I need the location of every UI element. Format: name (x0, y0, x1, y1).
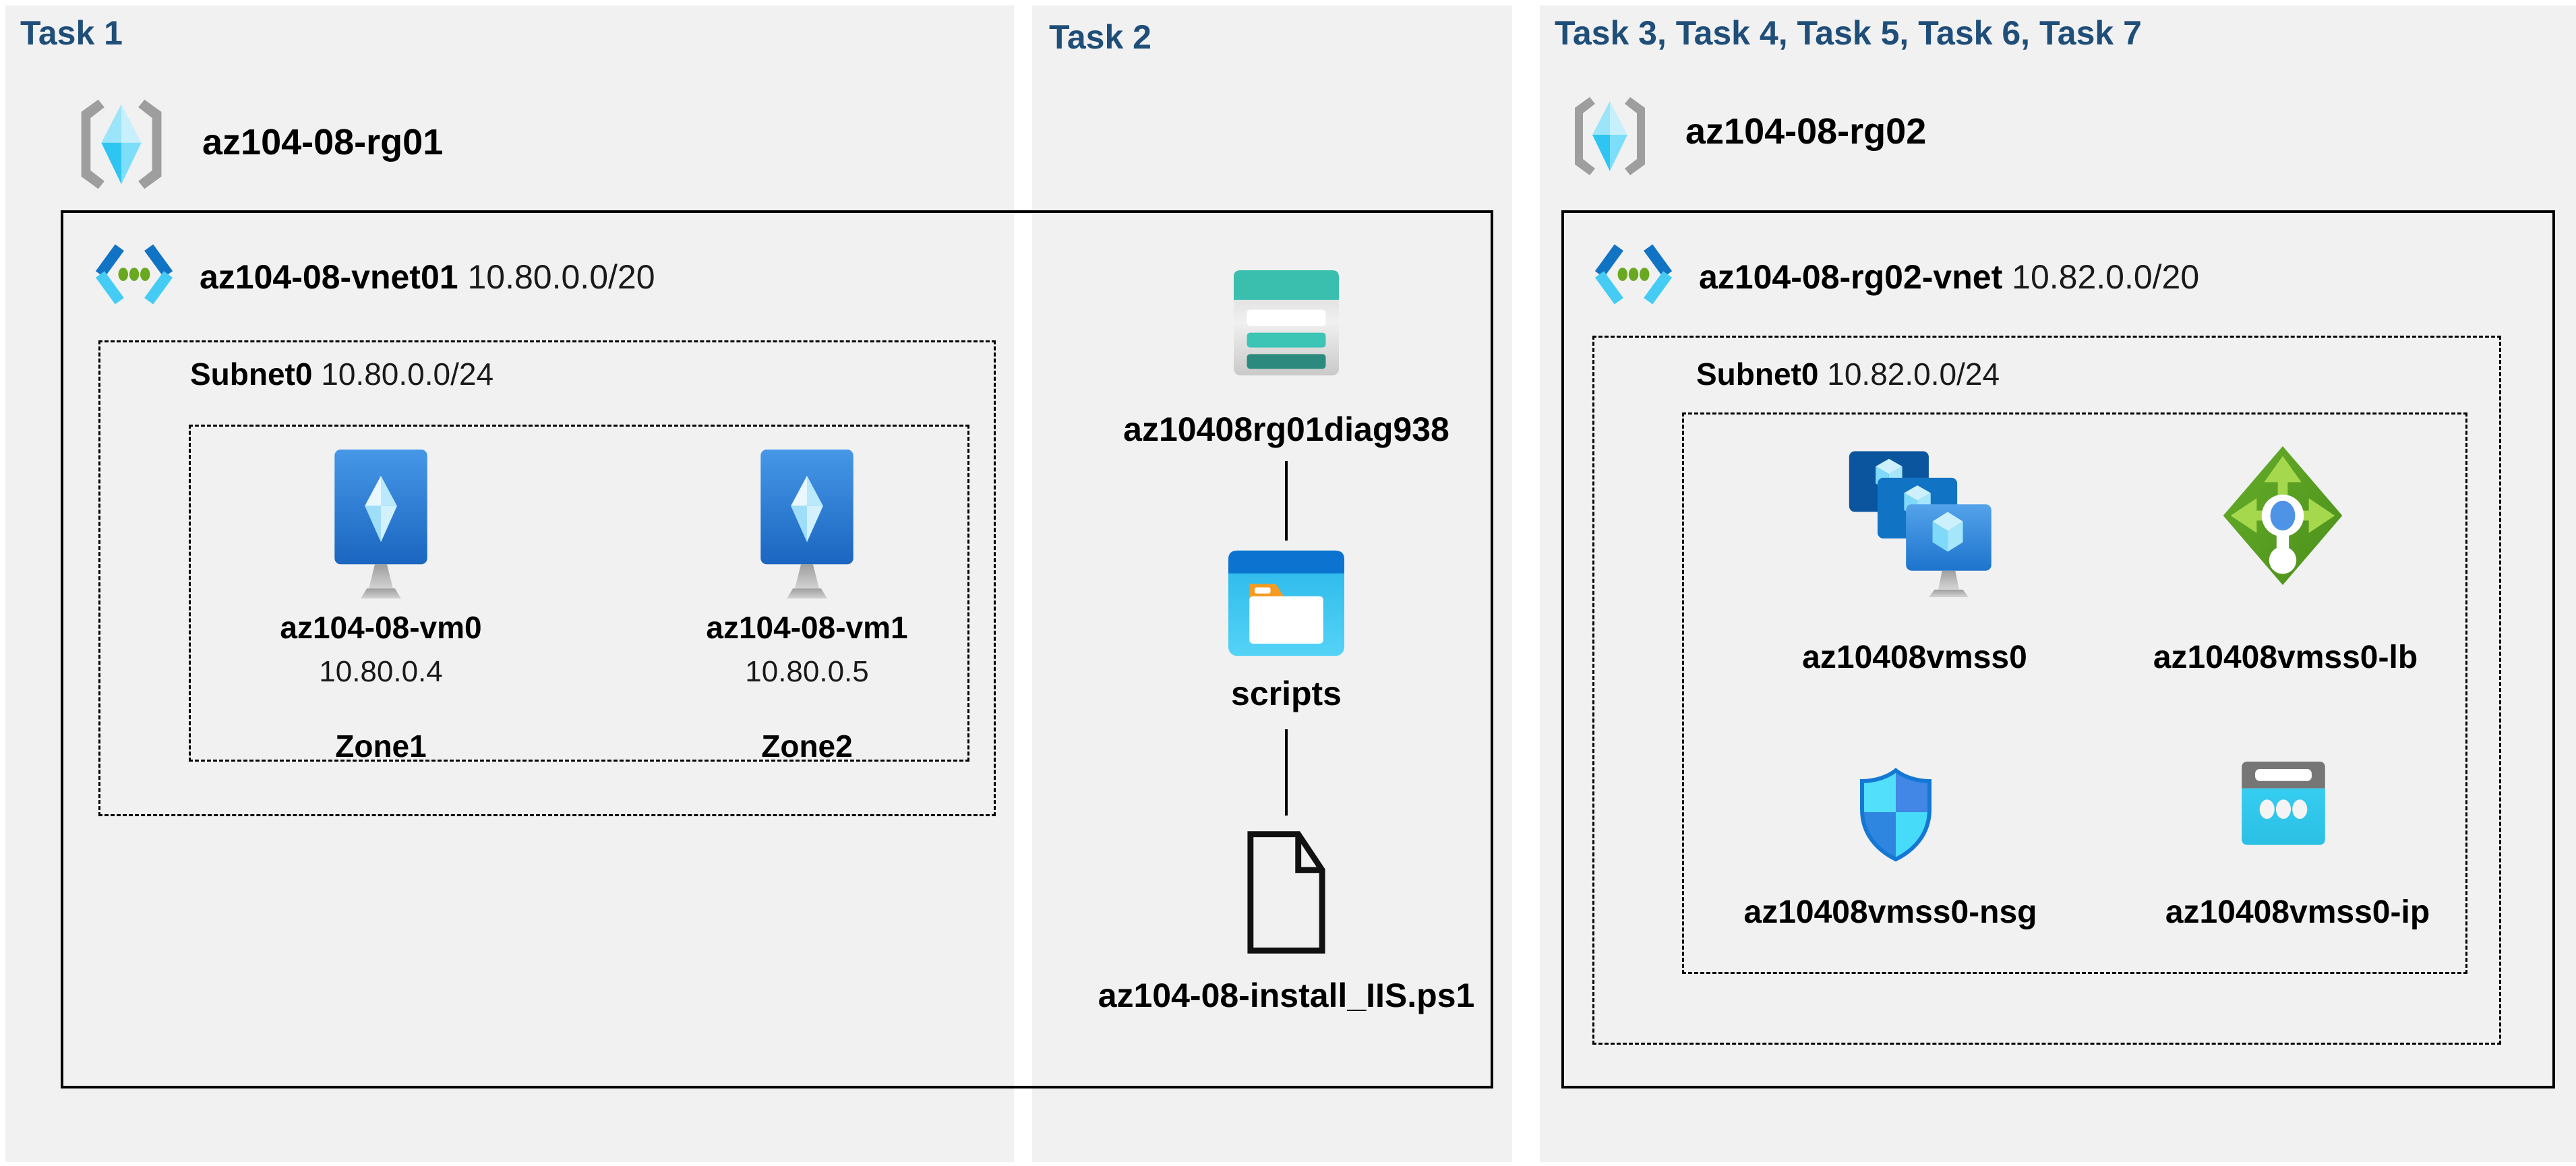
vm-icon (756, 448, 858, 603)
container-label: scripts (1231, 675, 1342, 712)
load-balancer-label: az10408vmss0-lb (2153, 640, 2418, 675)
vm1-zone: Zone2 (761, 729, 853, 764)
vmss-label: az10408vmss0 (1802, 640, 2027, 675)
vnet01-boundary-box (61, 210, 1493, 1088)
vm0-zone: Zone1 (335, 729, 427, 764)
panel-task1 (5, 5, 1014, 1162)
public-ip-icon (2236, 762, 2331, 848)
vm1-name: az104-08-vm1 (706, 610, 908, 645)
subnet0-cidr: 10.80.0.0/24 (321, 357, 494, 392)
task1-header: Task 1 (20, 14, 123, 52)
vm0-block: az104-08-vm0 10.80.0.4 Zone1 (266, 448, 496, 764)
vm0-ip: 10.80.0.4 (319, 655, 443, 688)
folder-window-icon (1228, 550, 1344, 656)
vnet01-cidr: 10.80.0.0/20 (467, 258, 655, 296)
vnet02-boundary-box (1561, 210, 2555, 1088)
nsg-label: az10408vmss0-nsg (1743, 894, 2037, 930)
vm1-block: az104-08-vm1 10.80.0.5 Zone2 (692, 448, 922, 764)
vnet01-label: az104-08-vnet01 10.80.0.0/20 (200, 257, 655, 297)
vnet-icon (90, 233, 178, 315)
connector-line (1285, 729, 1288, 816)
resource-group-icon (1563, 85, 1657, 187)
script-file-label: az104-08-install_IIS.ps1 (1098, 977, 1475, 1014)
vnet02-name: az104-08-rg02-vnet (1699, 258, 2003, 296)
vm1-ip: 10.80.0.5 (745, 655, 869, 688)
rg01-label: az104-08-rg01 (202, 122, 444, 162)
load-balancer-icon (2221, 443, 2345, 588)
storage-account-label: az10408rg01diag938 (1123, 410, 1449, 448)
rg02-label: az104-08-rg02 (1685, 111, 1927, 152)
nsg-shield-icon (1853, 766, 1939, 864)
vnet02-label: az104-08-rg02-vnet 10.82.0.0/20 (1699, 257, 2199, 297)
subnet0-label-task1: Subnet0 10.80.0.0/24 (190, 356, 493, 392)
task3-7-header: Task 3, Task 4, Task 5, Task 6, Task 7 (1555, 14, 2142, 52)
vnet-icon (1590, 233, 1677, 315)
vm-icon (330, 448, 431, 603)
subnet0-name: Subnet0 (1696, 357, 1819, 392)
subnet0-cidr: 10.82.0.0/24 (1827, 357, 2000, 392)
subnet0-name: Subnet0 (190, 357, 313, 392)
vmss-resource-box (1682, 412, 2467, 974)
task2-header: Task 2 (1049, 18, 1151, 56)
connector-line (1285, 461, 1288, 541)
vnet02-cidr: 10.82.0.0/20 (2012, 258, 2200, 296)
vm0-name: az104-08-vm0 (280, 610, 482, 645)
resource-group-icon (67, 93, 175, 195)
storage-account-icon (1234, 268, 1339, 377)
subnet0-box-task1 (98, 340, 996, 816)
public-ip-label: az10408vmss0-ip (2165, 894, 2430, 930)
vmss-icon (1847, 449, 1999, 605)
subnet0-box-task3 (1592, 336, 2501, 1045)
subnet0-label-task3: Subnet0 10.82.0.0/24 (1696, 356, 2000, 392)
file-icon (1245, 825, 1328, 960)
vnet01-name: az104-08-vnet01 (200, 258, 458, 296)
panel-task3 (1540, 5, 2576, 1162)
vm-zone-box (189, 425, 969, 762)
